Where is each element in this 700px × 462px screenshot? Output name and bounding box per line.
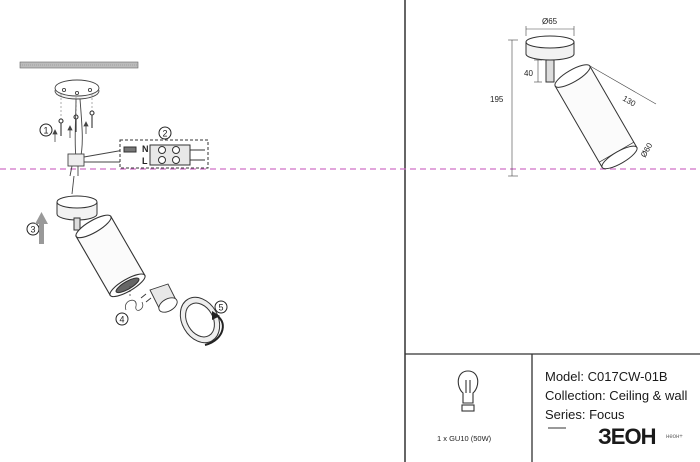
step-number-2: 2 <box>162 129 167 139</box>
terminal-label-l: L <box>142 156 148 166</box>
step-number-4: 4 <box>119 315 124 325</box>
dimension-drawing <box>525 35 638 170</box>
dim-body-length: 130 <box>621 94 638 109</box>
up-arrow-icon <box>35 212 48 244</box>
retaining-ring <box>179 296 221 344</box>
retaining-clip <box>124 284 144 311</box>
brand-logo: ЗЕОН <box>598 424 656 449</box>
ceiling-surface <box>19 61 139 69</box>
dim-diameter-top: Ø65 <box>542 17 558 26</box>
model-label: Model: C017CW-01B <box>545 369 668 384</box>
wire-connector <box>67 153 85 195</box>
dim-arm-height: 40 <box>524 69 533 78</box>
lamp-spec-label: 1 x GU10 (50W) <box>437 434 492 443</box>
anchor-arrows <box>52 121 89 142</box>
gu10-lamp <box>140 283 178 313</box>
terminal-label-n: N <box>142 144 149 154</box>
fixture-canopy <box>56 195 98 231</box>
step-marker-4: 4 <box>115 312 129 326</box>
step-marker-1: 1 <box>39 123 53 137</box>
brand-logo-subtext: неон+ <box>666 434 683 440</box>
collection-label: Collection: Ceiling & wall <box>545 388 688 403</box>
step-number-5: 5 <box>218 303 223 313</box>
screws <box>58 110 95 136</box>
bulb-icon <box>457 370 479 412</box>
step-number-3: 3 <box>30 225 35 235</box>
dim-diameter-body: Ø60 <box>639 141 655 159</box>
dim-height-total: 195 <box>490 95 504 104</box>
terminal-block <box>119 139 209 169</box>
step-number-1: 1 <box>43 126 48 136</box>
rotate-arrow-icon <box>204 311 224 346</box>
series-label: Series: Focus <box>545 407 625 422</box>
step-marker-2: 2 <box>158 126 172 140</box>
dimension-lines <box>508 26 657 177</box>
step-marker-5: 5 <box>214 300 228 314</box>
fixture-body <box>75 214 146 298</box>
step-marker-3: 3 <box>26 222 40 236</box>
mounting-plate <box>54 79 100 100</box>
supply-wires <box>74 98 125 163</box>
